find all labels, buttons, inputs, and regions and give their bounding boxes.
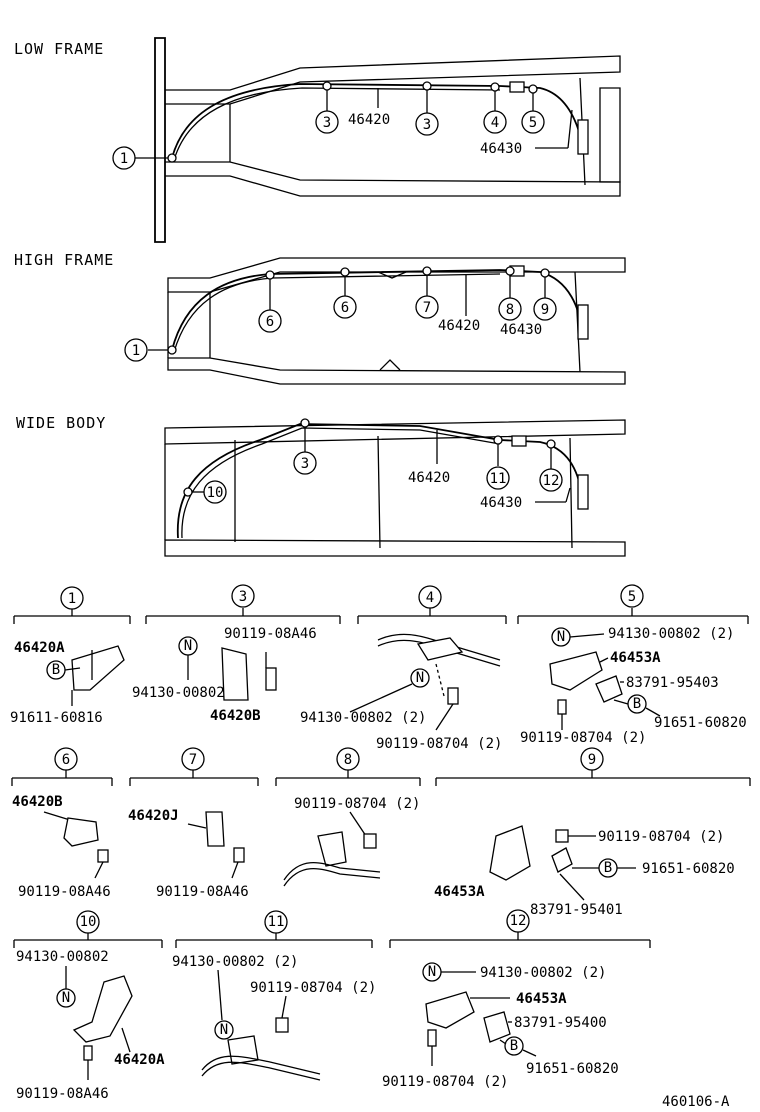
- callout-1: 1: [132, 343, 140, 359]
- section-title-high-frame: HIGH FRAME: [14, 251, 114, 269]
- detail-3-number: 3: [239, 589, 247, 605]
- detail-1-number: 1: [68, 591, 76, 607]
- detail-8: 8 90119-08704 (2): [275, 747, 421, 887]
- part-label-83791-95400: 83791-95400: [514, 1015, 607, 1031]
- part-label-91611-60816: 91611-60816: [10, 710, 103, 726]
- section-title-low-frame: LOW FRAME: [14, 40, 104, 58]
- part-label-46420: 46420: [348, 112, 390, 128]
- part-label-46420A: 46420A: [114, 1052, 165, 1068]
- part-label-46430: 46430: [480, 141, 522, 157]
- part-label-90119-08704-2: 90119-08704 (2): [376, 736, 502, 752]
- part-label-46420A: 46420A: [14, 640, 65, 656]
- callout-7: 7: [423, 300, 431, 316]
- part-label-90119-08704-2: 90119-08704 (2): [382, 1074, 508, 1090]
- nut-N-marker: N: [184, 638, 192, 654]
- nut-N-marker: N: [557, 629, 565, 645]
- detail-9-number: 9: [588, 752, 596, 768]
- detail-9: 9 90119-08704 (2) B 91651-60820 46453A 8…: [434, 747, 751, 918]
- nut-N-marker: N: [62, 990, 70, 1006]
- callout-1: 1: [120, 151, 128, 167]
- part-label-90119-08704-2: 90119-08704 (2): [520, 730, 646, 746]
- part-label-94130-00802-2: 94130-00802 (2): [608, 626, 734, 642]
- part-label-91651-60820: 91651-60820: [654, 715, 747, 731]
- detail-11: 11 94130-00802 (2) 90119-08704 (2) N: [172, 910, 376, 1081]
- part-label-90119-08704-2: 90119-08704 (2): [294, 796, 420, 812]
- section-title-wide-body: WIDE BODY: [16, 414, 106, 432]
- part-label-46453A: 46453A: [516, 991, 567, 1007]
- detail-3: 3 90119-08A46 N 94130-00802 46420B: [132, 584, 341, 724]
- part-label-46420: 46420: [438, 318, 480, 334]
- detail-12-number: 12: [510, 913, 527, 929]
- part-label-91651-60820: 91651-60820: [526, 1061, 619, 1077]
- wide-body-view: WIDE BODY 3 10 11 12 46420 46430: [16, 414, 626, 557]
- part-label-46453A: 46453A: [610, 650, 661, 666]
- part-label-46420B: 46420B: [210, 708, 261, 724]
- part-label-90119-08A46: 90119-08A46: [224, 626, 317, 642]
- part-label-46430: 46430: [480, 495, 522, 511]
- detail-6-number: 6: [62, 752, 70, 768]
- callout-8: 8: [506, 302, 514, 318]
- detail-1: 1 46420A B 91611-60816: [10, 586, 131, 726]
- nut-N-marker: N: [416, 670, 424, 686]
- detail-5-number: 5: [628, 589, 636, 605]
- part-label-94130-00802-2: 94130-00802 (2): [300, 710, 426, 726]
- part-label-90119-08A46: 90119-08A46: [18, 884, 111, 900]
- part-label-46420: 46420: [408, 470, 450, 486]
- part-label-83791-95403: 83791-95403: [626, 675, 719, 691]
- part-label-90119-08704-2: 90119-08704 (2): [250, 980, 376, 996]
- clip-B-marker: B: [510, 1038, 518, 1054]
- high-frame-view: HIGH FRAME 1 6 6 7 8 9 46420: [14, 251, 626, 385]
- detail-5: 5 N 94130-00802 (2) 46453A 83791-95403 B…: [517, 584, 749, 746]
- callout-3: 3: [423, 117, 431, 133]
- detail-11-number: 11: [268, 914, 285, 930]
- callout-10: 10: [207, 485, 224, 501]
- detail-10-number: 10: [80, 914, 97, 930]
- callout-6: 6: [341, 300, 349, 316]
- part-label-91651-60820: 91651-60820: [642, 861, 735, 877]
- part-label-46420B: 46420B: [12, 794, 63, 810]
- callout-5: 5: [529, 115, 537, 131]
- part-label-90119-08A46: 90119-08A46: [156, 884, 249, 900]
- callout-3: 3: [323, 115, 331, 131]
- part-label-90119-08704-2: 90119-08704 (2): [598, 829, 724, 845]
- low-frame-view: LOW FRAME 1 3 3 4 5: [14, 37, 621, 243]
- clip-B-marker: B: [52, 662, 60, 678]
- part-label-46430: 46430: [500, 322, 542, 338]
- part-label-94130-00802-2: 94130-00802 (2): [480, 965, 606, 981]
- part-label-83791-95401: 83791-95401: [530, 902, 623, 918]
- part-label-90119-08A46: 90119-08A46: [16, 1086, 109, 1102]
- callout-11: 11: [490, 471, 507, 487]
- nut-N-marker: N: [428, 964, 436, 980]
- part-label-46453A: 46453A: [434, 884, 485, 900]
- callout-12: 12: [543, 473, 560, 489]
- clip-B-marker: B: [633, 696, 641, 712]
- detail-10: 10 94130-00802 N 46420A 90119-08A46: [13, 910, 165, 1102]
- detail-6: 6 46420B 90119-08A46: [11, 747, 113, 900]
- clip-B-marker: B: [604, 860, 612, 876]
- detail-8-number: 8: [344, 752, 352, 768]
- detail-4: 4 N 94130-00802 (2) 90119-08704 (2): [300, 585, 507, 752]
- callout-6: 6: [266, 314, 274, 330]
- figure-id: 460106-A: [662, 1094, 730, 1110]
- detail-7-number: 7: [189, 752, 197, 768]
- callout-4: 4: [491, 115, 499, 131]
- part-label-94130-00802: 94130-00802: [16, 949, 109, 965]
- nut-N-marker: N: [220, 1022, 228, 1038]
- part-label-46420J: 46420J: [128, 808, 179, 824]
- detail-4-number: 4: [426, 590, 434, 606]
- detail-7: 7 46420J 90119-08A46: [128, 747, 259, 900]
- callout-9: 9: [541, 302, 549, 318]
- callout-3: 3: [301, 456, 309, 472]
- detail-12: 12 N 94130-00802 (2) 46453A 83791-95400 …: [382, 909, 651, 1090]
- part-label-94130-00802-2: 94130-00802 (2): [172, 954, 298, 970]
- part-label-94130-00802: 94130-00802: [132, 685, 225, 701]
